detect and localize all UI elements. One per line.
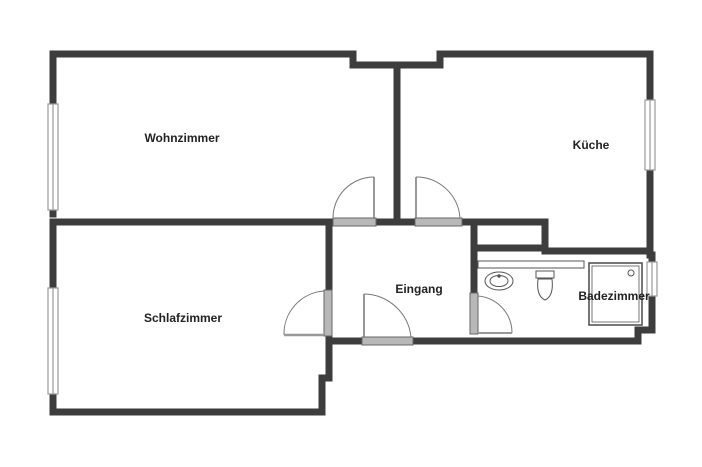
room-label-kueche: Küche — [573, 138, 610, 152]
bath-counter — [477, 260, 585, 269]
door-badezimmer — [469, 292, 513, 335]
room-labels: Wohnzimmer Küche Eingang Schlafzimmer Ba… — [144, 131, 650, 325]
wall-kueche-step — [541, 218, 654, 255]
doors — [283, 176, 513, 346]
room-label-wohnzimmer: Wohnzimmer — [144, 131, 219, 145]
door-kueche — [414, 176, 463, 227]
shower-icon — [588, 262, 643, 326]
sink-icon — [484, 271, 514, 291]
door-schlafzimmer — [283, 289, 333, 337]
door-eingang — [361, 293, 414, 346]
room-label-badezimmer: Badezimmer — [578, 289, 650, 303]
walls — [49, 50, 656, 416]
toilet-icon — [535, 270, 555, 301]
room-label-schlafzimmer: Schlafzimmer — [144, 311, 222, 325]
windows — [47, 99, 658, 395]
door-wohnzimmer — [332, 176, 377, 227]
room-label-eingang: Eingang — [395, 282, 442, 296]
bath-fixtures — [477, 260, 643, 326]
